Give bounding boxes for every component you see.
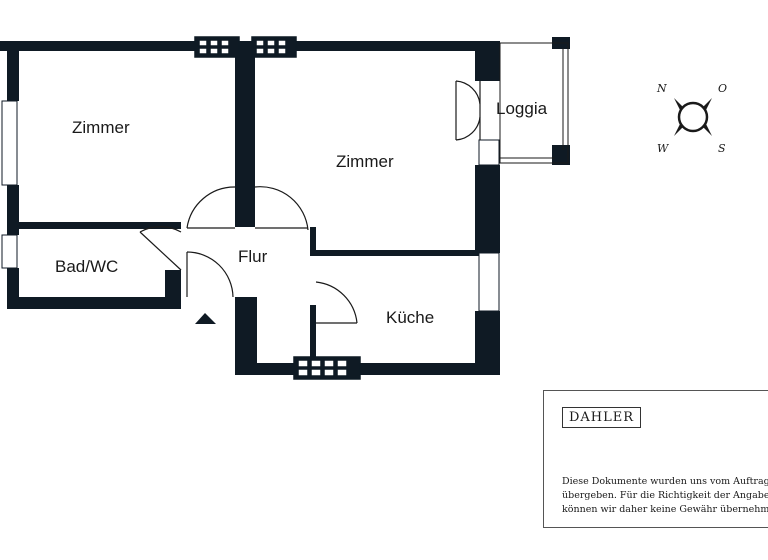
- room-label-bad: Bad/WC: [55, 257, 118, 276]
- room-label-flur: Flur: [238, 247, 268, 266]
- room-label-kueche: Küche: [386, 308, 434, 327]
- walls: [0, 37, 570, 375]
- windows: [1, 36, 500, 380]
- room-label-zimmer-right: Zimmer: [336, 152, 394, 171]
- compass-icon: N O W S: [656, 82, 727, 155]
- compass-w: W: [657, 142, 670, 155]
- doors: [139, 80, 481, 324]
- compass-o: O: [718, 82, 727, 95]
- disclaimer-line: übergeben. Für die Richtigkeit der Angab…: [562, 490, 768, 501]
- disclaimer-text: Diese Dokumente wurden uns vom Auftragge…: [562, 475, 768, 517]
- entrance-arrow: [195, 313, 216, 324]
- loggia-frame: [499, 42, 569, 164]
- room-label-zimmer-left: Zimmer: [72, 118, 130, 137]
- disclaimer-line: Diese Dokumente wurden uns vom Auftragge…: [562, 476, 768, 487]
- brand-logo: DAHLER: [562, 407, 642, 428]
- disclaimer-line: können wir daher keine Gewähr übernehmen…: [562, 504, 768, 515]
- compass-s: S: [718, 142, 726, 155]
- room-label-loggia: Loggia: [496, 99, 548, 118]
- info-box: DAHLER Diese Dokumente wurden uns vom Au…: [543, 390, 768, 528]
- compass-n: N: [656, 82, 667, 95]
